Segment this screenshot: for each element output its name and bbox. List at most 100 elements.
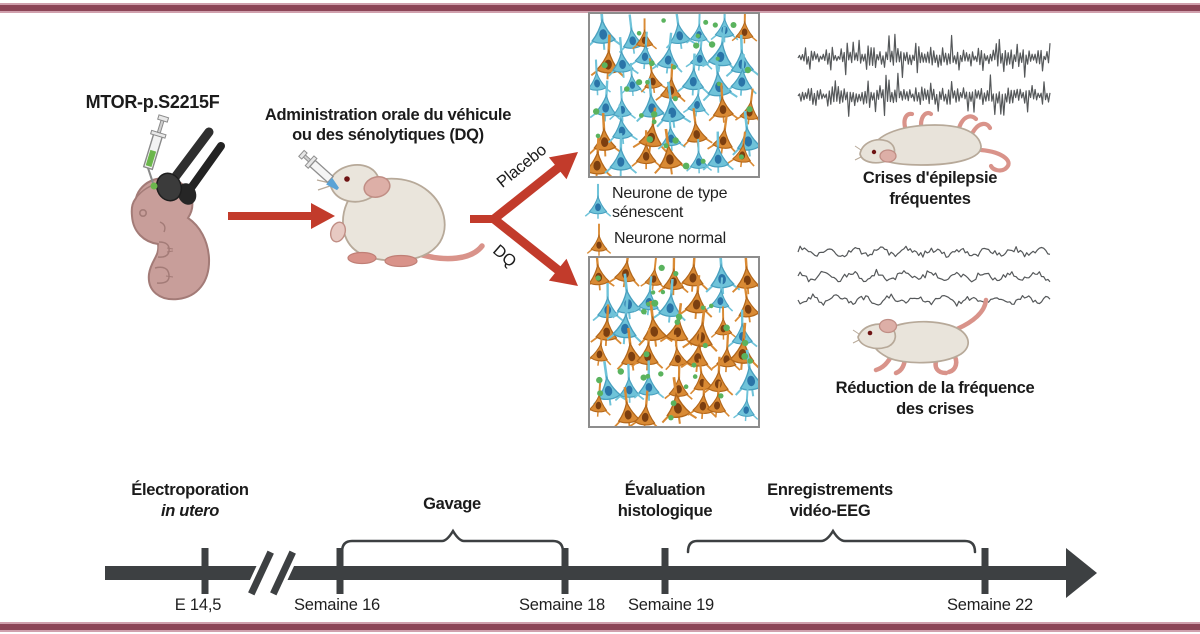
eeg-trace [797,72,1051,117]
gavage-mouse-illustration [298,149,485,268]
senescent-neuron [590,80,621,122]
normal-neuron [631,130,661,170]
panel-dq-neurons [590,258,758,426]
tick-label-semaine22: Semaine 22 [946,596,1034,614]
senescent-neuron [651,32,683,74]
legend-senescent-line1: Neurone de type [612,185,728,202]
senescence-marker-dot [661,18,666,23]
embryo-label: MTOR-p.S2215F [85,92,220,112]
senescence-marker-dot [601,62,608,69]
event-histology-line2: histologique [617,502,713,520]
senescent-neuron [584,183,612,219]
senescence-marker-dot [700,158,706,164]
normal-neuron [707,114,737,154]
normal-neuron [590,331,612,366]
eeg-trace [797,245,1051,258]
senescence-marker-dot [695,33,701,39]
senescence-marker-dot [650,290,656,295]
senescence-marker-dot [674,319,681,325]
senescent-neuron [607,37,639,78]
senescent-neuron [606,297,642,345]
normal-neuron [664,364,693,402]
tick-label-semaine19: Semaine 19 [627,596,715,614]
timeline-break [245,541,299,605]
normal-neuron [687,380,717,419]
tick-label-semaine16: Semaine 16 [293,596,381,614]
senescent-neuron [725,54,757,96]
senescence-marker-dot [708,41,716,48]
senescent-neuron [682,81,710,117]
outcome-placebo-line1: Crises d'épilepsie [862,169,998,187]
senescence-marker-dot [595,133,601,139]
administration-title-line2: ou des sénolytiques (DQ) [292,126,484,144]
senescence-marker-dot [663,143,669,149]
senescence-marker-dot [660,289,666,295]
eeg-trace [797,33,1051,79]
senescence-marker-dot [675,313,683,320]
outcome-placebo-label: Crises d'épilepsie fréquentes [805,168,1055,210]
event-label-video-eeg: Enregistrements vidéo-EEG [740,480,920,522]
senescence-marker-dot [646,301,651,307]
senescence-marker-dot [747,358,753,364]
senescence-marker-dot [693,42,700,49]
normal-neuron [702,381,730,418]
senescence-marker-dot [683,384,689,389]
senescent-neuron-icon [584,183,612,219]
senescent-neuron [656,81,692,128]
senescence-marker-dot [596,376,603,384]
senescence-marker-dot [645,79,650,85]
normal-neuron [629,390,660,426]
main-arrow [228,203,335,229]
senescence-marker-dot [730,22,737,28]
outcome-dq-label: Réduction de la fréquence des crises [795,378,1075,420]
senescence-marker-dot [651,299,659,307]
tick-semaine22 [981,548,989,594]
panel-placebo-neurons [590,14,758,176]
senescence-marker-dot [639,113,644,118]
event-label-gavage: Gavage [423,495,481,513]
normal-neuron [679,275,713,320]
senescence-marker-dot [643,351,650,358]
senescence-marker-dot [702,342,708,349]
senescence-marker-dot [723,324,730,332]
legend-normal-label: Neurone normal [614,230,726,247]
injection-syringe-icon [142,114,170,190]
tick-e145 [201,548,209,594]
senescent-neuron [734,349,758,397]
embryo-illustration [130,114,225,301]
seizure-mouse-illustration [854,110,1011,173]
senescence-marker-dot [646,136,654,143]
senescence-marker-dot [739,154,744,160]
senescence-marker-dot [595,275,601,281]
senescence-marker-dot [712,22,718,28]
senescence-marker-dot [742,339,749,347]
senescent-neuron [686,14,712,46]
senescent-neuron [608,104,638,145]
mouse-ear [363,176,391,198]
senescence-marker-dot [715,56,720,61]
senescence-marker-dot [640,374,647,381]
outcome-dq-line2: des crises [896,400,974,418]
normal-neuron [632,18,658,52]
eeg-trace [797,293,1051,307]
senescence-marker-dot [668,415,674,421]
event-histology-line1: Évaluation [624,481,706,499]
senescence-marker-dot [671,64,677,70]
event-label-electroporation: Électroporation in utero [100,480,280,522]
senescence-marker-dot [641,308,647,315]
senescence-marker-dot [648,60,655,67]
tick-label-e145: E 14,5 [174,596,222,614]
event-electroporation-line1: Électroporation [131,481,249,499]
normal-neuron-icon [586,223,612,256]
senescence-marker-dot [658,264,665,271]
senescence-marker-dot [746,106,753,113]
walking-mouse-illustration [852,297,989,376]
senescence-marker-dot [709,303,714,309]
senescence-marker-dot [718,393,724,399]
timeline-arrowhead [1066,548,1097,598]
senescence-marker-dot [692,374,698,379]
senescence-marker-dot [670,400,677,407]
tick-semaine16 [336,548,344,594]
normal-neuron [711,333,741,373]
event-video-eeg-line2: vidéo-EEG [789,502,871,520]
